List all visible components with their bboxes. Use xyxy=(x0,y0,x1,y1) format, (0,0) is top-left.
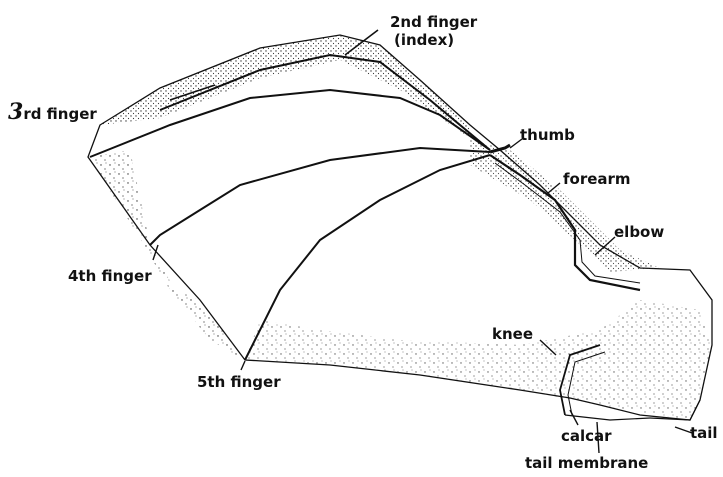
label-2nd-finger-index: (index) xyxy=(394,32,454,49)
label-forearm: forearm xyxy=(563,171,631,188)
label-knee: knee xyxy=(492,326,533,343)
label-tail-membrane: tail membrane xyxy=(525,455,648,472)
label-4th-finger: 4th finger xyxy=(68,268,152,285)
label-calcar: calcar xyxy=(561,428,612,445)
label-2nd-finger: 2nd finger xyxy=(390,14,477,31)
leader-calcar xyxy=(570,410,578,425)
label-elbow: elbow xyxy=(614,224,664,241)
label-tail: tail xyxy=(690,425,718,442)
label-5th-finger: 5th finger xyxy=(197,374,281,391)
label-3rd-finger-digit: 3 xyxy=(8,99,23,125)
leader-finger5 xyxy=(241,361,245,370)
label-3rd-finger: 3rd finger xyxy=(8,104,97,123)
calcar-bone xyxy=(565,415,650,420)
label-3rd-finger-text: rd finger xyxy=(23,105,96,123)
label-thumb: thumb xyxy=(520,127,575,144)
